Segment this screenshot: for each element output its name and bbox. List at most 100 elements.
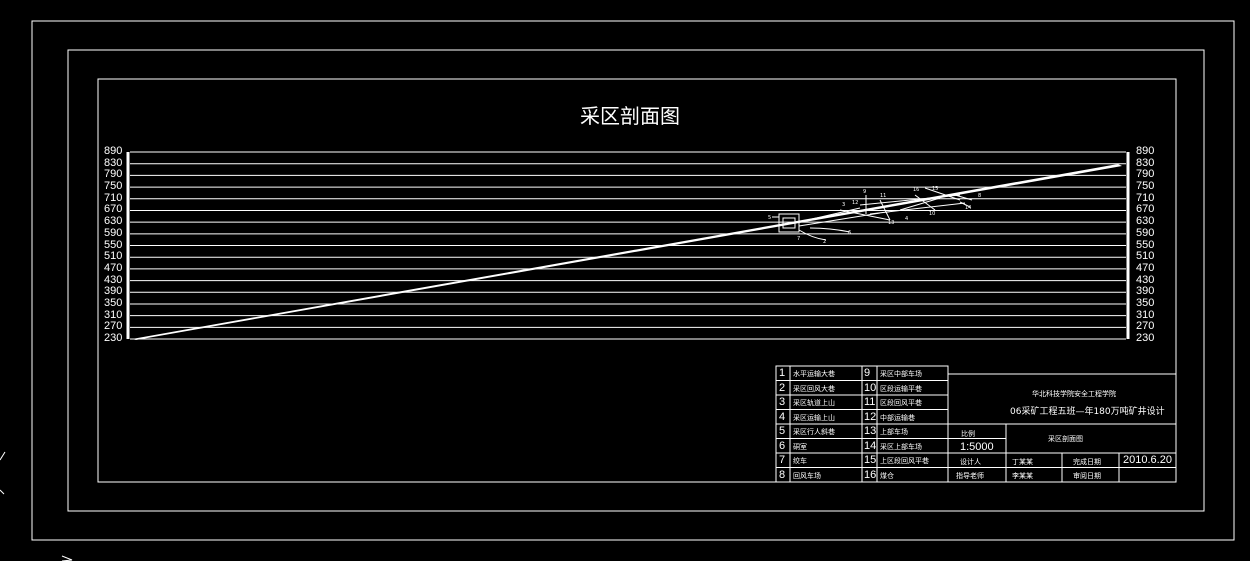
legend-label: 采区回风大巷	[793, 384, 835, 393]
legend-number: 2	[779, 381, 786, 394]
coal-seam-profile	[132, 164, 1122, 340]
elevation-label-right: 710	[1136, 191, 1155, 204]
elevation-label-left: 390	[104, 285, 123, 298]
legend-number: 1	[779, 367, 786, 379]
scale-value: 1:5000	[960, 441, 994, 453]
elevation-grid	[126, 151, 1130, 340]
legend-number: 8	[779, 468, 786, 481]
stray-marks	[0, 451, 73, 561]
legend-label: 采区上部车场	[880, 442, 922, 451]
elevation-label-left: 710	[104, 191, 123, 204]
svg-text:13: 13	[888, 220, 894, 226]
elevation-label-right: 590	[1136, 226, 1155, 239]
legend-number: 11	[864, 396, 876, 408]
elevation-label-left: 430	[104, 273, 123, 286]
svg-text:6: 6	[848, 230, 851, 236]
legend-label: 采区运输上山	[793, 413, 835, 422]
legend-number: 9	[864, 367, 871, 379]
legend-number: 3	[779, 396, 786, 408]
elevation-label-left: 670	[104, 203, 123, 216]
inner-border	[97, 78, 1177, 483]
elevation-label-right: 350	[1136, 296, 1155, 309]
legend-label: 绞车	[793, 457, 807, 465]
elevation-label-right: 790	[1136, 168, 1155, 181]
legend-table-lines	[775, 365, 949, 483]
legend-label: 采区中部车场	[880, 370, 922, 378]
elevation-label-right: 390	[1136, 285, 1155, 298]
legend-number: 10	[864, 381, 877, 394]
legend-label: 采区轨道上山	[793, 399, 835, 407]
org-name: 华北科技学院安全工程学院	[1032, 390, 1116, 398]
workings-sketch	[772, 187, 973, 241]
legend-number: 13	[864, 425, 877, 437]
elevation-label-left: 230	[104, 332, 123, 344]
legend-number: 7	[779, 454, 786, 466]
elevation-label-left: 270	[104, 320, 123, 333]
drawing-name: 采区剖面图	[1048, 435, 1083, 443]
elevation-label-right: 230	[1136, 332, 1155, 344]
elevation-label-right: 270	[1136, 320, 1155, 333]
legend-number: 6	[779, 439, 786, 452]
elevation-label-right: 550	[1136, 238, 1155, 251]
svg-text:3: 3	[842, 202, 845, 208]
middle-border	[67, 49, 1205, 512]
elevation-label-right: 430	[1136, 273, 1155, 286]
legend-label: 区段回风平巷	[880, 399, 922, 407]
elevation-label-left: 350	[104, 296, 123, 309]
legend-number: 4	[779, 410, 786, 423]
legend-number: 5	[779, 425, 786, 437]
svg-text:8: 8	[978, 193, 981, 199]
legend-label: 采区行人斜巷	[793, 428, 835, 436]
legend-number: 14	[864, 439, 877, 452]
svg-text:10: 10	[929, 211, 935, 217]
svg-text:9: 9	[863, 189, 866, 195]
legend-label: 区段运输平巷	[880, 384, 922, 393]
svg-text:11: 11	[880, 193, 886, 199]
review-label: 审阅日期	[1073, 472, 1101, 480]
advisor-name: 李某某	[1012, 472, 1033, 480]
legend-label: 煤仓	[880, 471, 894, 480]
elevation-label-left: 310	[104, 308, 123, 321]
legend-number: 16	[864, 468, 877, 481]
elevation-label-right: 750	[1136, 180, 1155, 193]
elevation-label-left: 830	[104, 156, 123, 169]
svg-text:2: 2	[823, 239, 826, 245]
elevation-label-left: 630	[104, 215, 123, 228]
legend-label: 硐室	[793, 442, 807, 451]
title-block-lines	[947, 373, 1177, 483]
elevation-label-left: 510	[104, 250, 123, 263]
elevation-label-left: 470	[104, 261, 123, 274]
elevation-label-left: 590	[104, 226, 123, 239]
legend-number: 12	[864, 410, 877, 423]
elevation-label-right: 830	[1136, 156, 1155, 169]
svg-text:5: 5	[768, 215, 771, 221]
svg-text:12: 12	[852, 200, 858, 206]
finish-label: 完成日期	[1073, 458, 1101, 466]
advisor-label: 指导老师	[956, 472, 984, 480]
elevation-label-right: 510	[1136, 250, 1155, 263]
elevation-label-right: 890	[1136, 145, 1155, 157]
elevation-label-right: 310	[1136, 308, 1155, 321]
legend-label: 上区段回风平巷	[880, 457, 929, 465]
elevation-label-left: 550	[104, 238, 123, 251]
elevation-label-right: 670	[1136, 203, 1155, 216]
legend-label: 中部运输巷	[880, 413, 915, 422]
outer-border	[31, 20, 1235, 541]
svg-text:14: 14	[965, 205, 971, 211]
elevation-label-left: 750	[104, 180, 123, 193]
legend-label: 水平运输大巷	[793, 370, 835, 378]
finish-date: 2010.6.20	[1123, 454, 1172, 466]
svg-text:7: 7	[797, 236, 800, 242]
designer-name: 丁某某	[1012, 458, 1033, 466]
legend-label: 上部车场	[880, 428, 908, 436]
legend-number: 15	[864, 454, 877, 466]
drawing-title: 采区剖面图	[580, 104, 680, 128]
elevation-label-right: 630	[1136, 215, 1155, 228]
legend-label: 回风车场	[793, 471, 821, 480]
designer-label: 设计人	[960, 458, 981, 466]
svg-text:4: 4	[905, 216, 908, 222]
elevation-label-right: 470	[1136, 261, 1155, 274]
elevation-label-left: 890	[104, 145, 123, 157]
